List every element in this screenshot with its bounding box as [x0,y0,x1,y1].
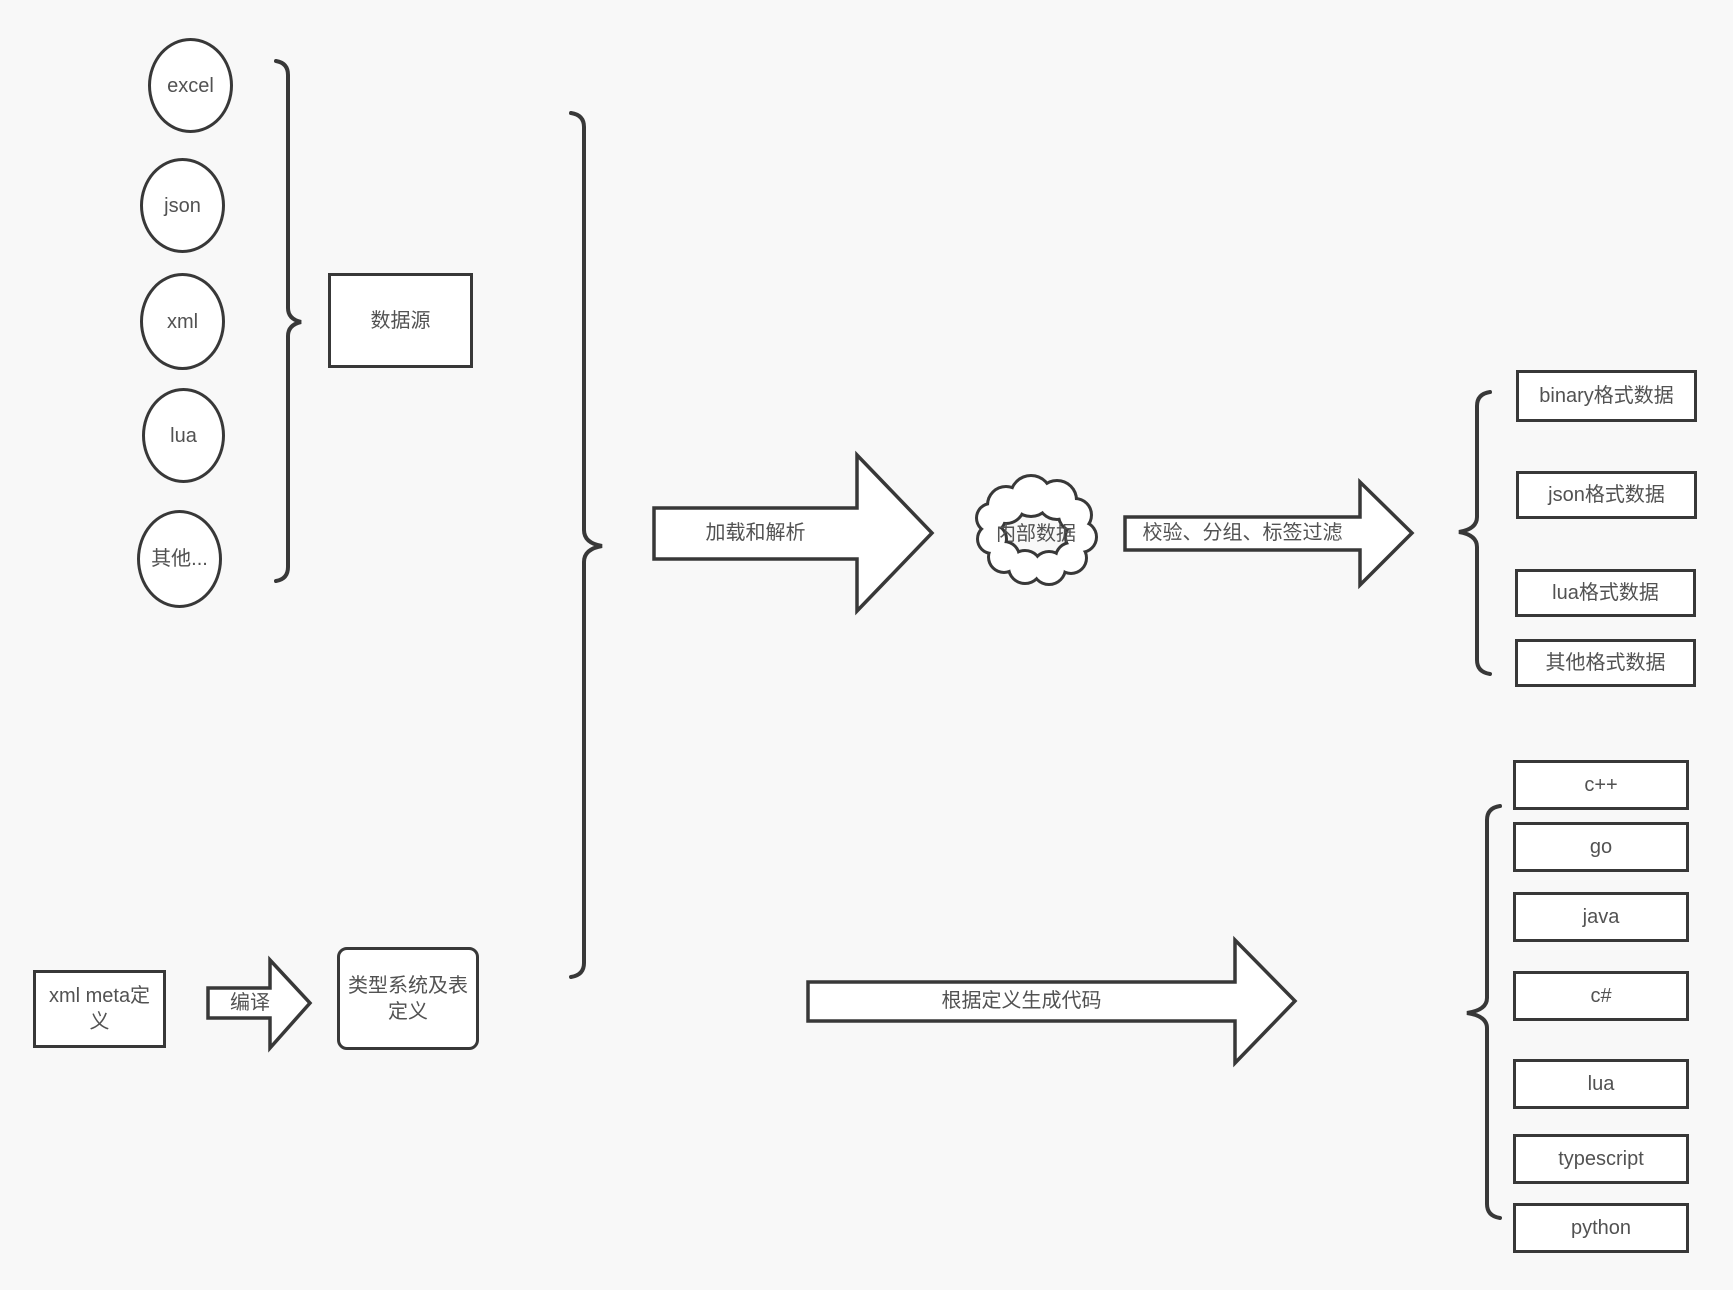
output-box-binary: binary格式数据 [1516,370,1697,422]
language-box-python: python [1513,1203,1689,1253]
formats-brace [1458,390,1492,676]
source-node-other: 其他... [137,510,222,608]
language-box-typescript: typescript [1513,1134,1689,1184]
language-box-csharp: c# [1513,971,1689,1021]
source-node-excel: excel [148,38,233,133]
languages-brace [1466,804,1502,1220]
type-system-box: 类型系统及表定义 [337,947,479,1050]
internal-data-cloud-fill [978,477,1095,583]
xml-meta-definition-box: xml meta定义 [33,970,166,1048]
load-parse-arrow [652,450,935,616]
codegen-arrow [806,935,1298,1068]
source-node-xml: xml [140,273,225,370]
language-box-go: go [1513,822,1689,872]
output-box-other: 其他格式数据 [1515,639,1696,687]
main-brace [569,111,603,979]
internal-data-label: 内部数据 [996,523,1076,545]
output-box-lua: lua格式数据 [1515,569,1696,617]
sources-brace [274,59,302,583]
source-node-json: json [140,158,225,253]
language-box-lua: lua [1513,1059,1689,1109]
source-node-lua: lua [142,388,225,483]
compile-arrow [206,955,313,1053]
language-box-java: java [1513,892,1689,942]
language-box-cpp: c++ [1513,760,1689,810]
codegen-arrow-label: 根据定义生成代码 [941,990,1102,1012]
compile-arrow-label: 编译 [230,992,270,1014]
datasource-group-box: 数据源 [328,273,473,368]
filter-arrow-label: 校验、分组、标签过滤 [1142,522,1343,544]
load-parse-arrow-label: 加载和解析 [705,522,806,544]
output-box-json: json格式数据 [1516,471,1697,519]
filter-arrow [1123,477,1415,590]
